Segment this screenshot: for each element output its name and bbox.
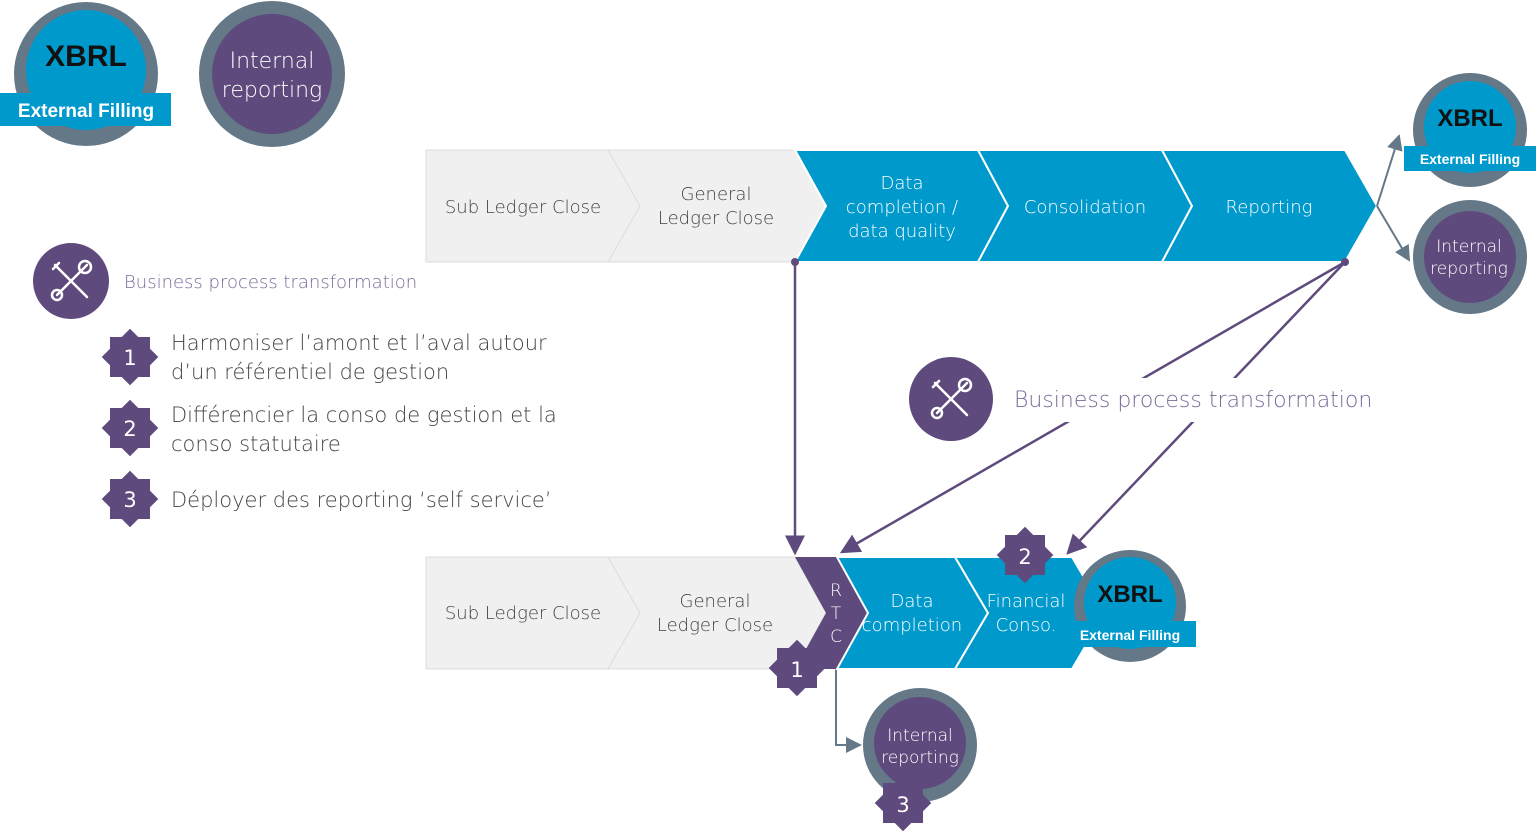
svg-text:XBRL: XBRL	[1097, 581, 1162, 608]
svg-text:completion: completion	[862, 615, 962, 636]
svg-text:Ledger Close: Ledger Close	[658, 208, 774, 229]
svg-text:data quality: data quality	[848, 221, 956, 242]
svg-text:R: R	[830, 581, 842, 601]
svg-text:conso statutaire: conso statutaire	[171, 432, 341, 456]
svg-text:XBRL: XBRL	[1437, 105, 1502, 132]
svg-text:External Filling: External Filling	[1080, 627, 1180, 643]
svg-text:reporting: reporting	[222, 78, 322, 103]
svg-text:Consolidation: Consolidation	[1024, 197, 1146, 218]
svg-text:2: 2	[1018, 545, 1031, 569]
svg-text:T: T	[831, 604, 842, 624]
svg-text:2: 2	[123, 417, 136, 441]
svg-text:Conso.: Conso.	[996, 615, 1057, 636]
xbrl-external-filing-badge-right: XBRL External Filling	[1404, 73, 1536, 187]
top-process: Sub Ledger Close General Ledger Close Da…	[425, 149, 1379, 263]
bottom-process: Sub Ledger Close General Ledger Close R …	[425, 556, 1107, 670]
svg-text:Sub Ledger Close: Sub Ledger Close	[445, 603, 601, 624]
svg-text:External Filling: External Filling	[18, 101, 154, 122]
svg-text:3: 3	[123, 488, 136, 512]
internal-reporting-badge-right: Internal reporting	[1413, 200, 1527, 314]
goal-list: 1 Harmoniser l’amont et l’aval autour d’u…	[101, 328, 557, 528]
svg-text:General: General	[681, 184, 752, 205]
svg-text:completion /: completion /	[846, 197, 958, 218]
goal-2: 2 Différencier la conso de gestion et la…	[101, 399, 557, 457]
svg-text:d’un référentiel de gestion: d’un référentiel de gestion	[171, 360, 449, 384]
xbrl-logo: XBRL	[45, 40, 127, 73]
internal-reporting-badge: Internal reporting	[199, 1, 345, 147]
svg-text:Financial: Financial	[987, 591, 1066, 612]
svg-text:Internal: Internal	[230, 49, 315, 74]
svg-text:Différencier la conso de gesti: Différencier la conso de gestion et la	[171, 403, 557, 427]
svg-text:reporting: reporting	[881, 748, 959, 768]
svg-text:Business process transformatio: Business process transformation	[124, 272, 417, 293]
svg-text:Harmoniser l’amont et l’aval a: Harmoniser l’amont et l’aval autour	[171, 331, 547, 355]
step-sub-ledger-close: Sub Ledger Close	[445, 197, 601, 218]
svg-text:External Filling: External Filling	[1420, 151, 1520, 167]
xbrl-external-filing-badge-bottom: XBRL External Filling	[1070, 550, 1196, 662]
svg-text:1: 1	[790, 658, 803, 682]
bpt-left: Business process transformation	[33, 243, 417, 319]
badge-2: 2	[996, 526, 1054, 584]
svg-text:Data: Data	[881, 173, 924, 194]
svg-text:Internal: Internal	[887, 726, 953, 746]
goal-3: 3 Déployer des reporting ‘self service’	[101, 470, 552, 528]
svg-text:Business process transformatio: Business process transformation	[1014, 388, 1372, 413]
svg-text:Internal: Internal	[1436, 237, 1502, 257]
xbrl-external-filing-badge: XBRL External Filling	[0, 2, 171, 146]
badge-3: 3	[874, 774, 932, 832]
svg-text:reporting: reporting	[1430, 259, 1508, 279]
svg-text:General: General	[680, 591, 751, 612]
svg-text:Reporting: Reporting	[1226, 197, 1313, 218]
bpt-center: Business process transformation	[909, 357, 1372, 441]
svg-text:Déployer des reporting ‘self s: Déployer des reporting ‘self service’	[171, 488, 552, 512]
svg-text:1: 1	[123, 346, 136, 370]
svg-text:C: C	[830, 627, 842, 647]
internal-reporting-badge-bottom: Internal reporting	[863, 688, 977, 802]
svg-text:3: 3	[896, 793, 909, 817]
svg-text:Ledger Close: Ledger Close	[657, 615, 773, 636]
svg-text:Data: Data	[891, 591, 934, 612]
goal-1: 1 Harmoniser l’amont et l’aval autour d’u…	[101, 328, 547, 386]
badge-1: 1	[768, 639, 826, 697]
